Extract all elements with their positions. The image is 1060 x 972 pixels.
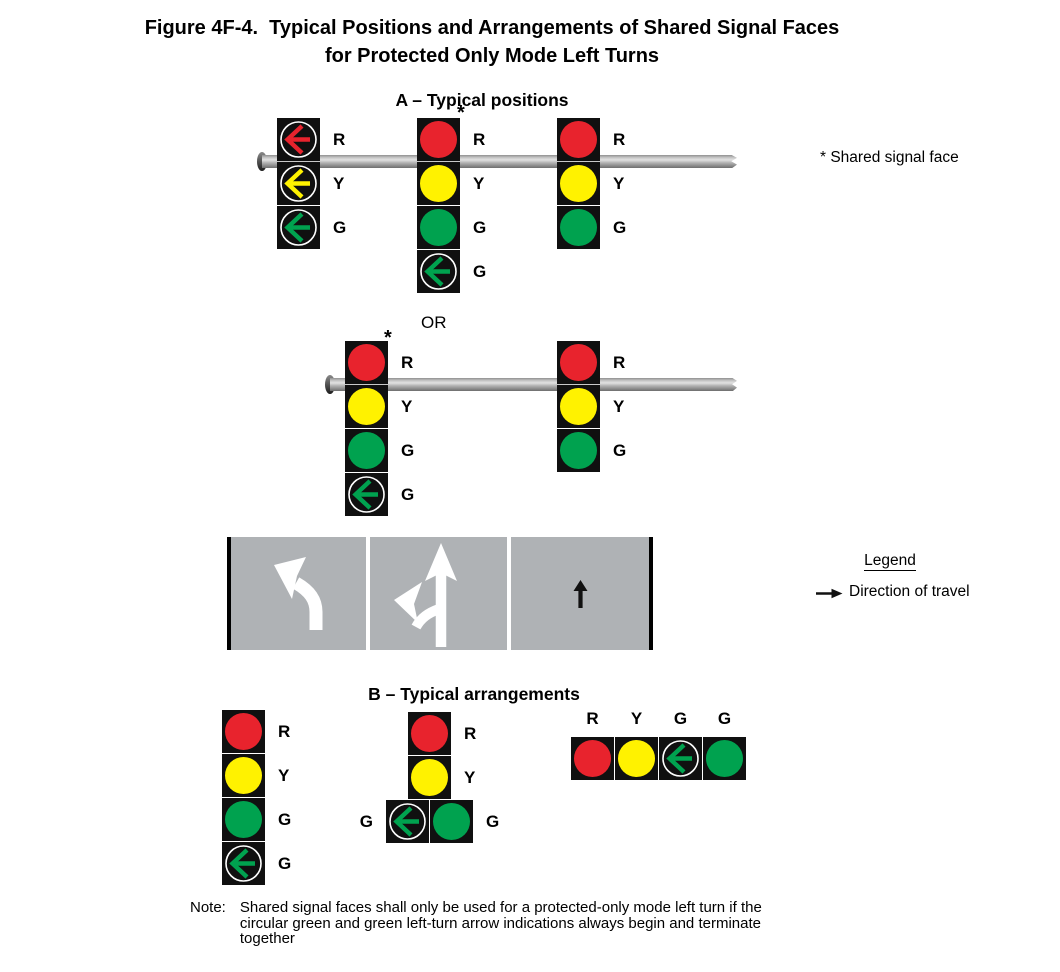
- red-left-arrow-lens: [277, 118, 320, 161]
- green-ball-lens: [557, 429, 600, 472]
- left-turn-or-through-arrow-marking: [394, 543, 457, 647]
- signal-a3-head: R Y G: [557, 118, 626, 249]
- yellow-ball-lens: [408, 756, 451, 799]
- signal-b2-cluster-head: R Y G G: [360, 712, 499, 844]
- left-arrow-icon: [280, 121, 317, 158]
- green-ball-lens: [417, 206, 460, 249]
- lens-label: G: [278, 854, 292, 873]
- left-arrow-icon: [389, 803, 426, 840]
- red-ball-lens: [417, 118, 460, 161]
- yellow-ball-lens: [345, 385, 388, 428]
- signal-a2-shared-head: * R Y G G: [417, 103, 486, 293]
- green-left-arrow-lens: [222, 842, 265, 885]
- left-arrow-icon: [662, 740, 699, 777]
- lens-label: Y: [473, 174, 485, 193]
- green-ball-lens: [557, 206, 600, 249]
- lens-label: G: [473, 262, 487, 281]
- mast-arm: [262, 155, 737, 168]
- green-left-arrow-lens: [386, 800, 429, 843]
- yellow-ball-lens: [417, 162, 460, 205]
- direction-of-travel-icon: [816, 588, 843, 599]
- lens-label: G: [673, 709, 688, 728]
- cluster-top-column: R Y: [408, 712, 476, 799]
- signal-b1-vertical-head: R Y G G: [222, 710, 291, 885]
- note-label: Note:: [190, 899, 226, 916]
- signal-b3-horizontal-head: R Y G G: [571, 709, 746, 780]
- section-a-heading: A – Typical positions: [395, 90, 569, 110]
- direction-of-travel-arrow-marking: [573, 580, 588, 608]
- signal-a1-left-arrow-head: R Y G: [277, 118, 346, 249]
- left-arrow-icon: [348, 476, 385, 513]
- green-ball-lens: [703, 737, 746, 780]
- lens-label: G: [401, 485, 415, 504]
- section-b-heading: B – Typical arrangements: [368, 684, 580, 704]
- lens-label: G: [401, 441, 415, 460]
- lens-label: R: [473, 130, 486, 149]
- figure-title: Figure 4F-4. Typical Positions and Arran…: [0, 14, 984, 70]
- signal-or-left-shared-head: * R Y G G: [345, 328, 414, 516]
- lens-label: R: [278, 722, 291, 741]
- or-label: OR: [421, 313, 447, 332]
- green-ball-lens: [345, 429, 388, 472]
- lens-label: G: [613, 218, 627, 237]
- lens-label: G: [613, 441, 627, 460]
- left-arrow-icon: [225, 845, 262, 882]
- lens-label: R: [613, 130, 626, 149]
- green-left-arrow-lens: [345, 473, 388, 516]
- lens-label: Y: [464, 768, 476, 787]
- left-arrow-icon: [420, 253, 457, 290]
- lens-label: Y: [613, 397, 625, 416]
- yellow-left-arrow-lens: [277, 162, 320, 205]
- lens-label: R: [401, 353, 414, 372]
- yellow-ball-lens: [222, 754, 265, 797]
- lens-label: Y: [278, 766, 290, 785]
- figure-title-line2: for Protected Only Mode Left Turns: [324, 45, 660, 67]
- left-turn-arrow-marking: [274, 557, 323, 630]
- lens-label: Y: [401, 397, 413, 416]
- left-arrow-icon: [280, 209, 317, 246]
- lens-label: G: [486, 812, 500, 831]
- red-ball-lens: [557, 118, 600, 161]
- figure-title-line1: Figure 4F-4. Typical Positions and Arran…: [144, 17, 840, 39]
- cluster-bottom-row: G G: [360, 800, 499, 843]
- shared-face-asterisk: *: [457, 102, 465, 124]
- lens-label: G: [359, 812, 373, 831]
- legend-title: Legend: [864, 552, 916, 571]
- lens-label: Y: [333, 174, 345, 193]
- red-ball-lens: [408, 712, 451, 755]
- red-ball-lens: [345, 341, 388, 384]
- green-ball-lens: [222, 798, 265, 841]
- yellow-ball-lens: [557, 385, 600, 428]
- shared-face-asterisk: *: [384, 327, 392, 349]
- red-ball-lens: [222, 710, 265, 753]
- note-text: Shared signal faces shall only be used f…: [239, 899, 762, 947]
- shared-face-note: * Shared signal face: [820, 149, 959, 166]
- lens-label: G: [473, 218, 487, 237]
- lens-label: R: [333, 130, 346, 149]
- lens-label: R: [586, 709, 599, 728]
- legend-entry-label: Direction of travel: [849, 583, 970, 600]
- green-ball-lens: [430, 800, 473, 843]
- figure-note: Note: Shared signal faces shall only be …: [190, 900, 785, 947]
- red-ball-lens: [571, 737, 614, 780]
- red-ball-lens: [557, 341, 600, 384]
- yellow-ball-lens: [557, 162, 600, 205]
- lens-label: R: [613, 353, 626, 372]
- lane-line: [366, 537, 370, 650]
- signal-or-right-head: R Y G: [557, 341, 626, 472]
- yellow-ball-lens: [615, 737, 658, 780]
- left-arrow-icon: [280, 165, 317, 202]
- lens-label: G: [717, 709, 732, 728]
- roadway: [227, 537, 653, 650]
- lens-label: G: [333, 218, 347, 237]
- lens-label: Y: [613, 174, 625, 193]
- green-left-arrow-lens: [659, 737, 702, 780]
- lens-label: R: [464, 724, 477, 743]
- lane-line: [507, 537, 511, 650]
- green-left-arrow-lens: [277, 206, 320, 249]
- lens-label: Y: [630, 709, 643, 728]
- green-left-arrow-lens: [417, 250, 460, 293]
- mast-arm: [330, 378, 737, 391]
- lens-label: G: [278, 810, 292, 829]
